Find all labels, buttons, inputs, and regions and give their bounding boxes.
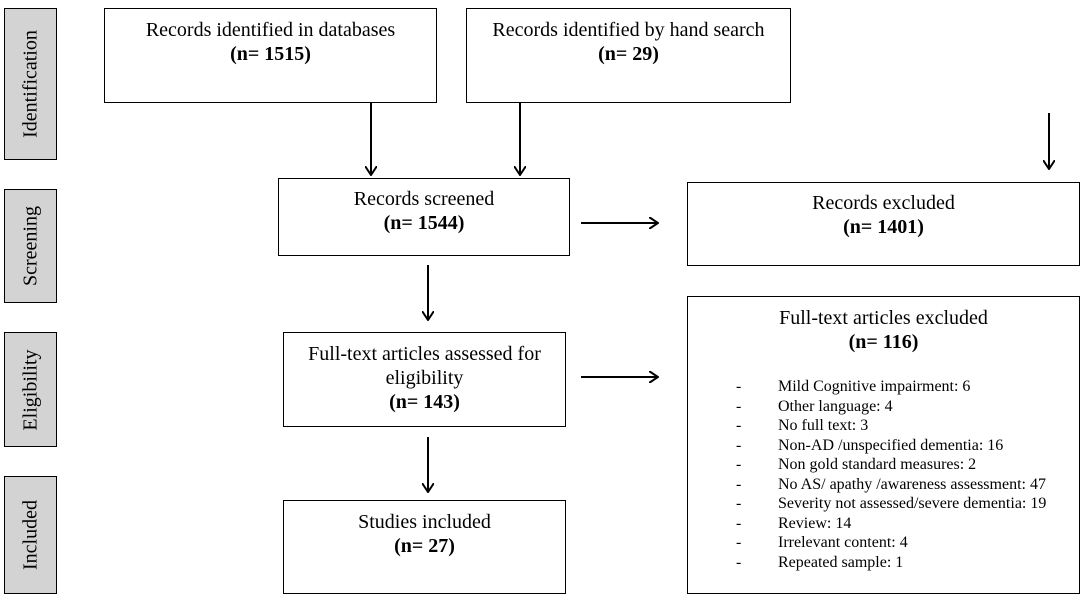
exclusion-reason: -Severity not assessed/severe dementia: … — [736, 495, 1047, 512]
exclusion-reason: -Review: 14 — [736, 514, 852, 532]
box-databases: Records identified in databases (n= 1515… — [104, 8, 437, 103]
box-included: Studies included (n= 27) — [283, 500, 566, 594]
box-screened: Records screened (n= 1544) — [278, 178, 570, 256]
exclusion-reason: -No full text: 3 — [736, 417, 869, 434]
exclusion-reason: -Other language: 4 — [736, 397, 893, 415]
stage-included: Included — [4, 476, 57, 594]
exclusion-reason: -Mild Cognitive impairment: 6 — [736, 378, 971, 395]
stage-eligibility: Eligibility — [4, 332, 57, 447]
box-hand-search-count: (n= 29) — [598, 43, 659, 65]
box-fulltext-excluded-title: Full-text articles excluded — [779, 307, 988, 329]
box-excluded: Records excluded (n= 1401) — [687, 182, 1080, 266]
box-databases-count: (n= 1515) — [230, 43, 311, 65]
box-excluded-title: Records excluded — [812, 192, 955, 214]
exclusion-reason: -Non gold standard measures: 2 — [736, 456, 977, 473]
box-fulltext-title: Full-text articles assessed for eligibil… — [308, 343, 541, 389]
box-hand-search: Records identified by hand search (n= 29… — [466, 8, 791, 103]
box-excluded-count: (n= 1401) — [843, 216, 924, 238]
box-screened-count: (n= 1544) — [383, 212, 465, 234]
stage-screening: Screening — [4, 189, 57, 303]
box-screened-title: Records screened — [353, 188, 495, 210]
exclusion-reason: -No AS/ apathy /awareness assessment: 47 — [736, 475, 1046, 493]
box-hand-search-title: Records identified by hand search — [492, 19, 765, 41]
box-included-title: Studies included — [358, 511, 491, 533]
exclusion-reason: -Repeated sample: 1 — [736, 553, 904, 571]
exclusion-reason: -Irrelevant content: 4 — [736, 534, 908, 551]
box-fulltext-excluded-count: (n= 116) — [848, 331, 919, 353]
box-fulltext-count: (n= 143) — [389, 391, 460, 413]
exclusion-reason: -Non-AD /unspecified dementia: 16 — [736, 436, 1004, 454]
box-included-count: (n= 27) — [394, 535, 455, 557]
exclusion-reasons-list: -Mild Cognitive impairment: 6 -Other lan… — [736, 377, 1046, 572]
stage-identification: Identification — [4, 8, 57, 160]
box-fulltext: Full-text articles assessed for eligibil… — [283, 332, 566, 427]
box-databases-title: Records identified in databases — [145, 19, 396, 41]
box-fulltext-excluded: Full-text articles excluded (n= 116) -Mi… — [687, 296, 1080, 594]
